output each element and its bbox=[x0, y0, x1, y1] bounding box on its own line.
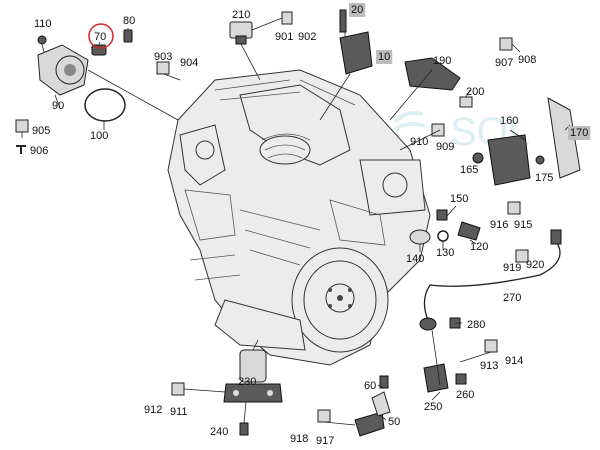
part-260-bolt[interactable] bbox=[455, 373, 467, 385]
label-box-20 bbox=[349, 3, 366, 17]
label-210: 210 bbox=[232, 9, 250, 21]
part-190-sensor[interactable] bbox=[404, 57, 461, 91]
watermark-swoosh bbox=[393, 111, 426, 132]
part-909-connector[interactable] bbox=[431, 123, 445, 137]
label-165: 165 bbox=[460, 164, 478, 176]
part-919-connector[interactable] bbox=[515, 249, 529, 263]
label-50: 50 bbox=[388, 416, 400, 428]
part-913-connector[interactable] bbox=[484, 339, 498, 353]
part-918-connector[interactable] bbox=[317, 409, 331, 423]
label-919: 919 bbox=[503, 262, 521, 274]
label-box-10 bbox=[376, 50, 393, 64]
label-240: 240 bbox=[210, 426, 228, 438]
part-906-clip[interactable] bbox=[16, 145, 26, 154]
label-260: 260 bbox=[456, 389, 474, 401]
label-904: 904 bbox=[180, 57, 198, 69]
part-175-bolt[interactable] bbox=[535, 155, 545, 165]
label-901: 901 bbox=[275, 31, 293, 43]
label-910: 910 bbox=[410, 136, 428, 148]
part-912-connector[interactable] bbox=[171, 382, 185, 396]
label-200: 200 bbox=[466, 86, 484, 98]
label-920: 920 bbox=[526, 259, 544, 271]
highlight-circle bbox=[88, 23, 114, 49]
part-165-fitting[interactable] bbox=[472, 152, 484, 164]
part-905-connector[interactable] bbox=[15, 119, 29, 133]
label-909: 909 bbox=[436, 141, 454, 153]
label-80: 80 bbox=[123, 15, 135, 27]
label-918: 918 bbox=[290, 433, 308, 445]
part-230-sensor-housing[interactable] bbox=[223, 349, 283, 403]
part-160-valve[interactable] bbox=[487, 134, 531, 186]
label-907: 907 bbox=[495, 57, 513, 69]
part-903-connector[interactable] bbox=[156, 61, 170, 75]
label-916: 916 bbox=[490, 219, 508, 231]
flywheel-hub bbox=[337, 295, 343, 301]
part-907-connector[interactable] bbox=[499, 37, 513, 51]
label-170: 170 bbox=[570, 127, 588, 139]
label-912: 912 bbox=[144, 404, 162, 416]
label-902: 902 bbox=[298, 31, 316, 43]
label-280: 280 bbox=[467, 319, 485, 331]
part-120-sensor[interactable] bbox=[457, 221, 481, 241]
part-170-bracket[interactable] bbox=[547, 97, 581, 179]
part-labels: 110 80 70 90 100 905 906 903 904 210 901… bbox=[30, 4, 588, 447]
part-10-coil[interactable] bbox=[339, 31, 373, 75]
part-210-sensor[interactable] bbox=[229, 21, 253, 45]
engine-assembly bbox=[167, 69, 431, 366]
part-200-plug[interactable] bbox=[459, 96, 473, 108]
part-270-knock-sensor-harness[interactable] bbox=[419, 229, 562, 331]
label-150: 150 bbox=[450, 193, 468, 205]
part-20-bolt[interactable] bbox=[339, 9, 347, 33]
label-270: 270 bbox=[503, 292, 521, 304]
part-140-gasket[interactable] bbox=[409, 229, 431, 245]
label-130: 130 bbox=[436, 247, 454, 259]
label-box-170 bbox=[568, 126, 591, 140]
label-906: 906 bbox=[30, 145, 48, 157]
label-190: 190 bbox=[433, 55, 451, 67]
label-175: 175 bbox=[535, 172, 553, 184]
label-20: 20 bbox=[351, 4, 363, 16]
label-140: 140 bbox=[406, 253, 424, 265]
label-903: 903 bbox=[154, 51, 172, 63]
label-905: 905 bbox=[32, 125, 50, 137]
part-130-washer[interactable] bbox=[437, 230, 449, 242]
label-boxes bbox=[349, 3, 591, 140]
part-80-screw[interactable] bbox=[123, 29, 133, 43]
label-160: 160 bbox=[500, 115, 518, 127]
label-250: 250 bbox=[424, 401, 442, 413]
part-916-connector[interactable] bbox=[507, 201, 521, 215]
label-913: 913 bbox=[480, 360, 498, 372]
label-120: 120 bbox=[470, 241, 488, 253]
part-50-sensor[interactable] bbox=[354, 391, 391, 437]
label-908: 908 bbox=[518, 54, 536, 66]
part-250-sensor[interactable] bbox=[423, 363, 449, 393]
label-60: 60 bbox=[364, 380, 376, 392]
part-240-bolt[interactable] bbox=[239, 422, 249, 436]
label-90: 90 bbox=[52, 100, 64, 112]
part-90-throttle-body[interactable] bbox=[37, 44, 89, 96]
label-10: 10 bbox=[378, 51, 390, 63]
part-150-bolt[interactable] bbox=[436, 209, 448, 221]
label-70: 70 bbox=[94, 31, 106, 43]
label-914: 914 bbox=[505, 355, 523, 367]
label-110: 110 bbox=[34, 18, 52, 30]
part-901-connector[interactable] bbox=[281, 11, 293, 25]
label-911: 911 bbox=[170, 406, 188, 418]
label-230: 230 bbox=[238, 376, 256, 388]
label-915: 915 bbox=[514, 219, 532, 231]
label-100: 100 bbox=[90, 130, 108, 142]
label-917: 917 bbox=[316, 435, 334, 447]
part-100-o-ring[interactable] bbox=[84, 88, 126, 122]
leader-lines bbox=[21, 17, 571, 426]
part-110-bolt[interactable] bbox=[37, 35, 47, 45]
